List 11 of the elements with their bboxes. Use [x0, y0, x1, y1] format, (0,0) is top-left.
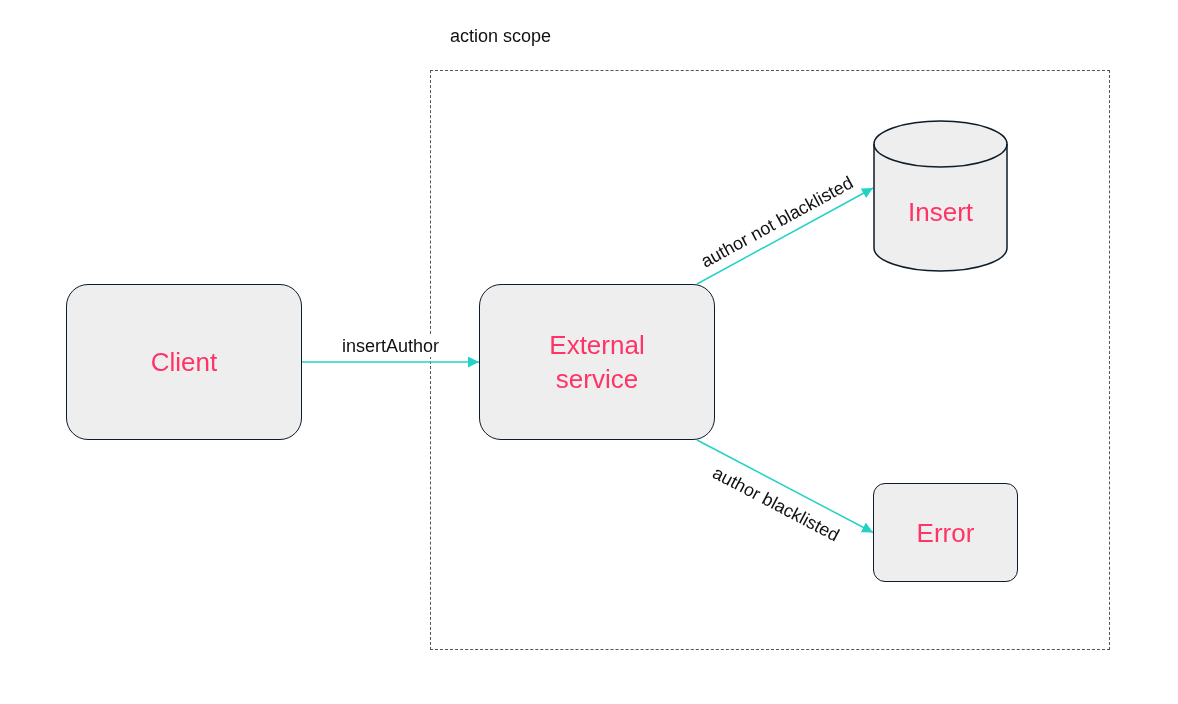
arrow: [696, 187, 874, 285]
node-text: Insert: [908, 196, 973, 229]
arrow: [301, 356, 480, 368]
node-text: Error: [916, 516, 975, 550]
scope-title: action scope: [450, 26, 552, 47]
arrow: [696, 439, 874, 534]
process-box: [479, 284, 715, 440]
process-box: [873, 483, 1018, 582]
node-text: External service: [548, 329, 646, 396]
node-text: Client: [150, 346, 218, 379]
process-box: [66, 284, 302, 440]
